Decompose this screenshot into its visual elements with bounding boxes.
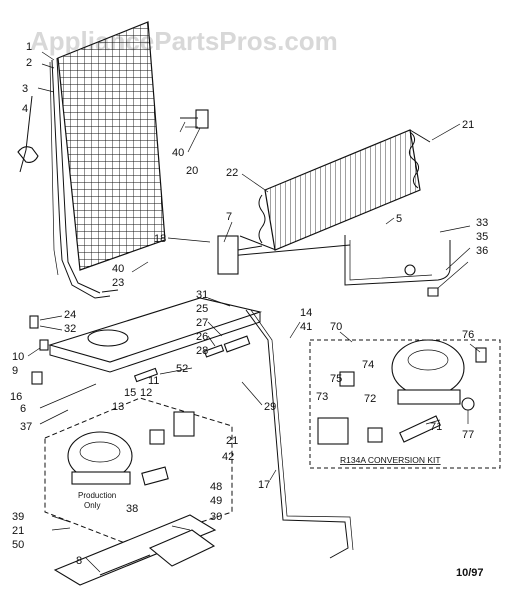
callout-31: 31 bbox=[196, 289, 208, 301]
callout-23: 23 bbox=[112, 277, 124, 289]
callout-18: 18 bbox=[154, 233, 166, 245]
callout-6: 6 bbox=[20, 403, 26, 415]
part-10 bbox=[39, 339, 49, 351]
callout-48: 48 bbox=[210, 481, 222, 493]
tubing-33 bbox=[344, 235, 451, 297]
part-12 bbox=[173, 411, 195, 437]
callout-7: 7 bbox=[226, 211, 232, 223]
callout-40a: 40 bbox=[172, 147, 184, 159]
callout-74: 74 bbox=[362, 359, 374, 371]
callout-5: 5 bbox=[396, 213, 402, 225]
callout-20: 20 bbox=[186, 165, 198, 177]
part-13 bbox=[149, 429, 165, 445]
callout-52: 52 bbox=[176, 363, 188, 375]
callout-39: 39 bbox=[12, 511, 24, 523]
compressor-left bbox=[67, 431, 133, 485]
callout-25: 25 bbox=[196, 303, 208, 315]
callout-28: 28 bbox=[196, 345, 208, 357]
callout-27: 27 bbox=[196, 317, 208, 329]
callout-70: 70 bbox=[330, 321, 342, 333]
callout-77: 77 bbox=[462, 429, 474, 441]
callout-32: 32 bbox=[64, 323, 76, 335]
callout-14: 14 bbox=[300, 307, 312, 319]
callout-10: 10 bbox=[12, 351, 24, 363]
callout-33: 33 bbox=[476, 217, 488, 229]
callout-29: 29 bbox=[264, 401, 276, 413]
callout-26: 26 bbox=[196, 331, 208, 343]
tube-parts-52 bbox=[133, 335, 251, 383]
bracket-20 bbox=[180, 109, 209, 129]
tube-17 bbox=[245, 309, 354, 559]
callout-21b: 21 bbox=[226, 435, 238, 447]
callout-21c: 21 bbox=[12, 525, 24, 537]
callout-22: 22 bbox=[226, 167, 238, 179]
callout-40b: 40 bbox=[112, 263, 124, 275]
drain-pan-27 bbox=[48, 297, 263, 373]
part-24 bbox=[29, 315, 39, 329]
conversion-kit-box: R134A CONVERSION KIT bbox=[309, 339, 501, 469]
callout-30: 30 bbox=[210, 511, 222, 523]
callout-15: 15 bbox=[124, 387, 136, 399]
callout-37: 37 bbox=[20, 421, 32, 433]
callout-24: 24 bbox=[64, 309, 76, 321]
base-plate bbox=[53, 514, 217, 586]
callout-21a: 21 bbox=[462, 119, 474, 131]
callout-2: 2 bbox=[26, 57, 32, 69]
callout-3: 3 bbox=[22, 83, 28, 95]
note-line-1: Production bbox=[78, 491, 116, 500]
callout-35: 35 bbox=[476, 231, 488, 243]
callout-9: 9 bbox=[12, 365, 18, 377]
callout-38: 38 bbox=[126, 503, 138, 515]
callout-4: 4 bbox=[22, 103, 28, 115]
callout-73: 73 bbox=[316, 391, 328, 403]
callout-8: 8 bbox=[76, 555, 82, 567]
callout-12: 12 bbox=[140, 387, 152, 399]
callout-76: 76 bbox=[462, 329, 474, 341]
callout-41: 41 bbox=[300, 321, 312, 333]
bracket-7 bbox=[217, 235, 263, 275]
coil-assembly-22 bbox=[228, 129, 431, 257]
callout-36: 36 bbox=[476, 245, 488, 257]
compressor-group-outline bbox=[44, 397, 233, 546]
callout-17: 17 bbox=[258, 479, 270, 491]
note-line-2: Only bbox=[84, 501, 100, 510]
callout-1: 1 bbox=[26, 41, 32, 53]
kit-label: R134A CONVERSION KIT bbox=[340, 455, 441, 465]
callout-labels: 1 2 3 4 40 20 21 22 7 18 5 33 35 36 40 2… bbox=[10, 41, 488, 567]
callout-72: 72 bbox=[364, 393, 376, 405]
callout-50: 50 bbox=[12, 539, 24, 551]
callout-75: 75 bbox=[330, 373, 342, 385]
date-code: 10/97 bbox=[456, 567, 484, 579]
callout-49: 49 bbox=[210, 495, 222, 507]
capacitor-38 bbox=[141, 466, 169, 486]
condenser-coil bbox=[49, 21, 166, 299]
part-16 bbox=[31, 371, 43, 385]
callout-42: 42 bbox=[222, 451, 234, 463]
clip-part-4 bbox=[17, 95, 39, 173]
callout-13: 13 bbox=[112, 401, 124, 413]
callout-11: 11 bbox=[148, 375, 159, 387]
callout-71: 71 bbox=[430, 421, 442, 433]
callout-16: 16 bbox=[10, 391, 22, 403]
leader-lines bbox=[27, 51, 481, 573]
